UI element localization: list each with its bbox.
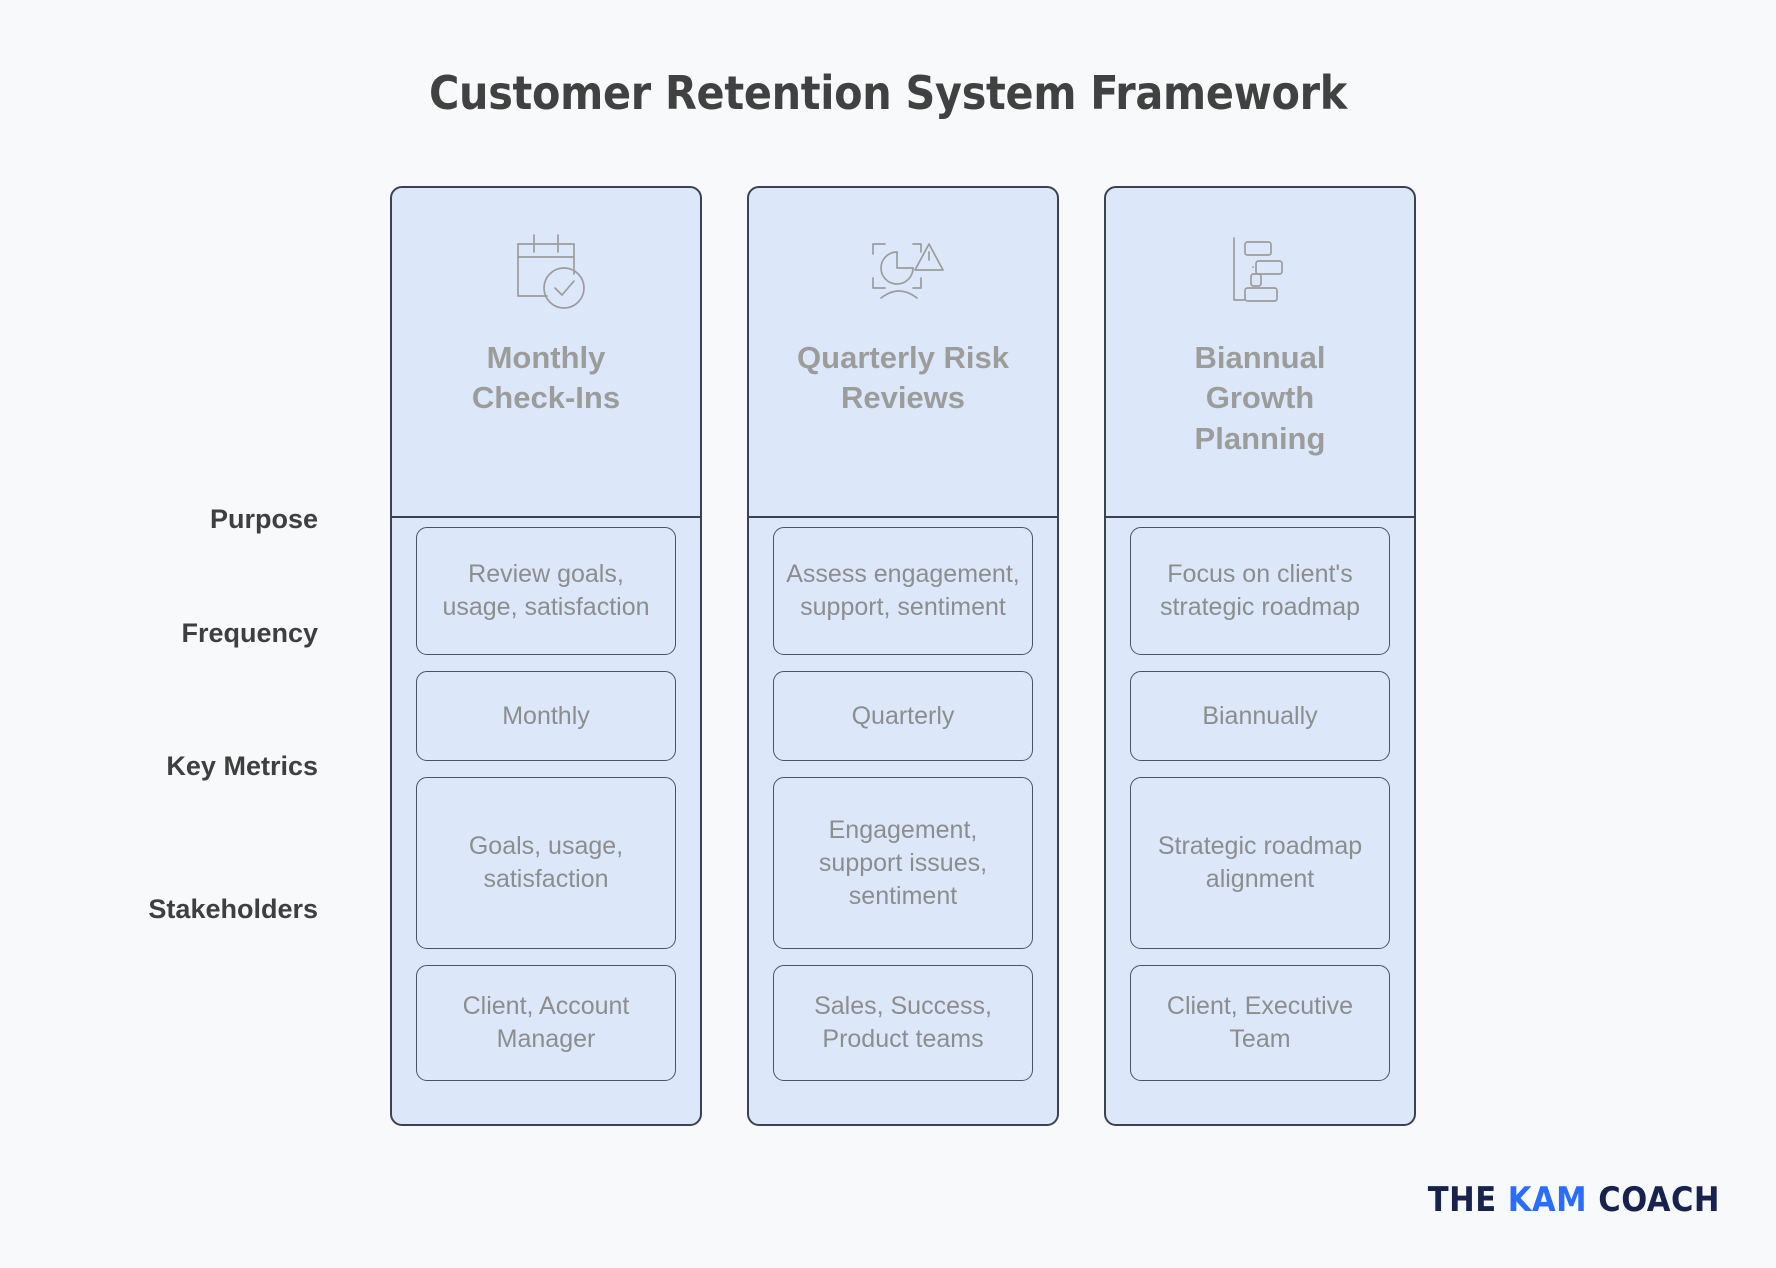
row-label-purpose: Purpose [209,504,318,534]
cell-quarterly-purpose[interactable]: Assess engagement, support, sentiment [773,527,1033,655]
column-header-quarterly: Quarterly Risk Reviews [749,188,1057,518]
column-body-quarterly: Assess engagement, support, sentiment Qu… [749,518,1057,1124]
framework-grid: Purpose Frequency Key Metrics Stakeholde… [0,186,1776,1126]
column-title-biannual: Biannual Growth Planning [1194,340,1326,456]
cell-monthly-key-metrics[interactable]: Goals, usage, satisfaction [416,777,676,949]
column-quarterly-risk-reviews[interactable]: Quarterly Risk Reviews Assess engagement… [747,186,1059,1126]
cell-biannual-frequency[interactable]: Biannually [1130,671,1390,761]
column-body-biannual: Focus on client's strategic roadmap Bian… [1106,518,1414,1124]
framework-columns: Monthly Check-Ins Review goals, usage, s… [390,186,1776,1126]
logo-word-coach: COACH [1598,1180,1720,1220]
cell-quarterly-frequency[interactable]: Quarterly [773,671,1033,761]
cell-quarterly-stakeholders[interactable]: Sales, Success, Product teams [773,965,1033,1081]
column-biannual-growth-planning[interactable]: Biannual Growth Planning Focus on client… [1104,186,1416,1126]
column-header-monthly: Monthly Check-Ins [392,188,700,518]
cell-quarterly-key-metrics[interactable]: Engagement, support issues, sentiment [773,777,1033,949]
column-title-monthly: Monthly Check-Ins [471,340,621,416]
logo-word-kam: KAM [1507,1180,1588,1220]
column-monthly-check-ins[interactable]: Monthly Check-Ins Review goals, usage, s… [390,186,702,1126]
logo-word-the: THE [1427,1180,1497,1220]
row-label-stakeholders: Stakeholders [148,894,318,924]
cell-monthly-frequency[interactable]: Monthly [416,671,676,761]
cell-biannual-purpose[interactable]: Focus on client's strategic roadmap [1130,527,1390,655]
gantt-chart-icon [1233,237,1283,302]
cell-monthly-stakeholders[interactable]: Client, Account Manager [416,965,676,1081]
row-label-frequency: Frequency [181,618,318,648]
cell-biannual-key-metrics[interactable]: Strategic roadmap alignment [1130,777,1390,949]
page-title: Customer Retention System Framework [428,66,1348,120]
row-label-key-metrics: Key Metrics [166,751,318,781]
risk-assessment-icon [872,243,944,299]
row-label-column: Purpose Frequency Key Metrics Stakeholde… [0,186,390,1126]
column-title-quarterly: Quarterly Risk Reviews [797,340,1009,416]
column-body-monthly: Review goals, usage, satisfaction Monthl… [392,518,700,1124]
cell-biannual-stakeholders[interactable]: Client, Executive Team [1130,965,1390,1081]
calendar-check-icon [517,234,585,309]
cell-monthly-purpose[interactable]: Review goals, usage, satisfaction [416,527,676,655]
brand-logo: THE KAM COACH [1428,1180,1720,1220]
column-header-biannual: Biannual Growth Planning [1106,188,1414,518]
